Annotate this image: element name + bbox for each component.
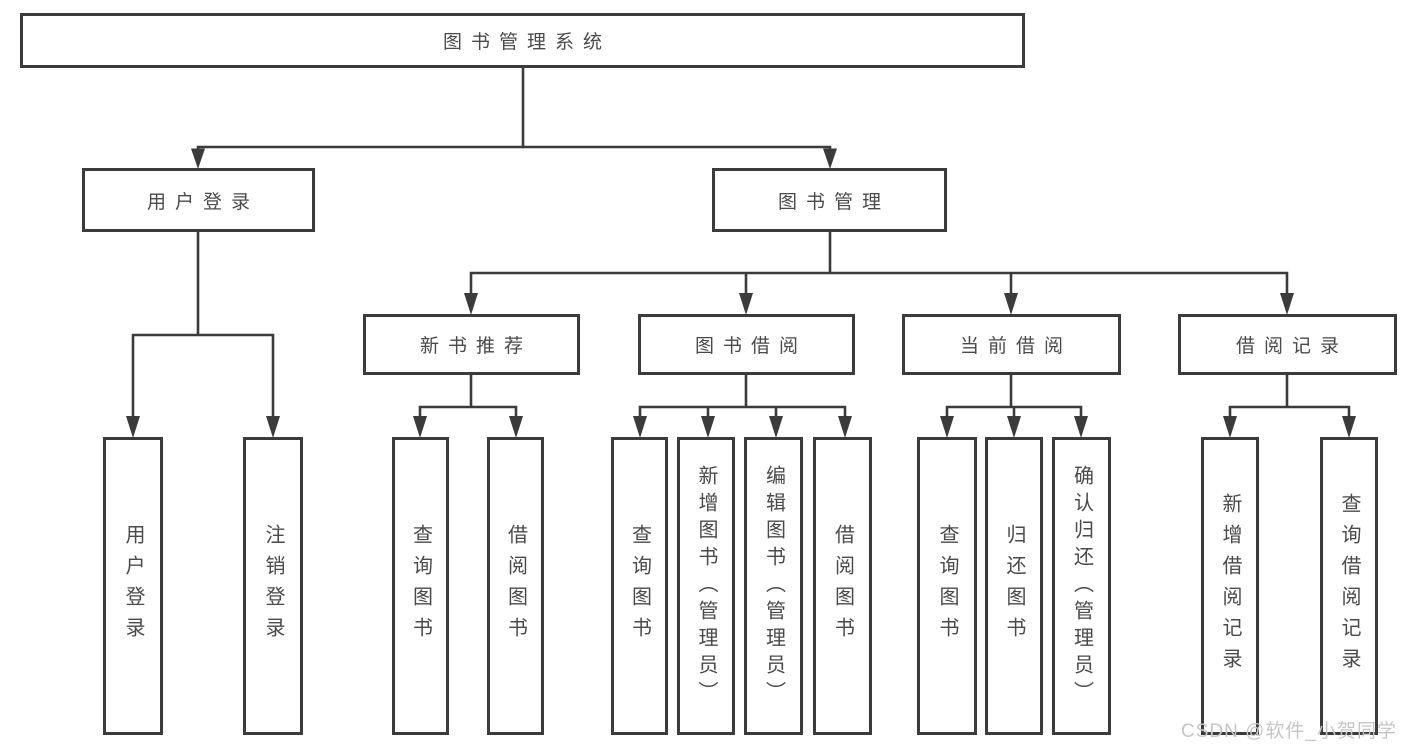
leaf-bb-borrow-books: 借阅图书 xyxy=(813,437,872,735)
node-book-management-label: 图书管理 xyxy=(777,191,890,213)
node-book-management: 图书管理 xyxy=(712,168,947,232)
leaf-nb-query-books: 查询图书 xyxy=(392,437,449,735)
leaf-cb-return-books: 归还图书 xyxy=(985,437,1043,735)
leaf-cb-confirm-return-admin: 确认归还（管理员） xyxy=(1052,437,1111,735)
node-borrow-records-label: 借阅记录 xyxy=(1235,336,1348,357)
leaf-user-login: 用户登录 xyxy=(103,437,163,735)
leaf-cb-query-books: 查询图书 xyxy=(917,437,977,735)
node-book-borrow: 图书借阅 xyxy=(638,314,855,375)
leaf-logout: 注销登录 xyxy=(243,437,303,735)
node-root-system: 图书管理系统 xyxy=(20,13,1025,68)
leaf-br-add-record: 新增借阅记录 xyxy=(1201,437,1259,735)
node-user-login: 用户登录 xyxy=(82,168,315,232)
node-root-label: 图书管理系统 xyxy=(442,32,611,53)
leaf-bb-query-books: 查询图书 xyxy=(611,437,668,735)
node-current-borrow-label: 当前借阅 xyxy=(959,336,1072,357)
node-user-login-label: 用户登录 xyxy=(146,191,259,213)
leaf-br-query-record: 查询借阅记录 xyxy=(1320,437,1378,735)
leaf-bb-add-book-admin: 新增图书（管理员） xyxy=(677,437,735,735)
leaf-bb-edit-book-admin: 编辑图书（管理员） xyxy=(744,437,803,735)
node-borrow-records: 借阅记录 xyxy=(1178,314,1397,375)
node-current-borrow: 当前借阅 xyxy=(902,314,1121,375)
node-new-book-recommend-label: 新书推荐 xyxy=(419,336,532,357)
leaf-nb-borrow-books: 借阅图书 xyxy=(487,437,544,735)
node-new-book-recommend: 新书推荐 xyxy=(363,314,580,375)
csdn-watermark: CSDN @软件_小贺同学 xyxy=(1181,721,1397,742)
node-book-borrow-label: 图书借阅 xyxy=(694,336,807,357)
